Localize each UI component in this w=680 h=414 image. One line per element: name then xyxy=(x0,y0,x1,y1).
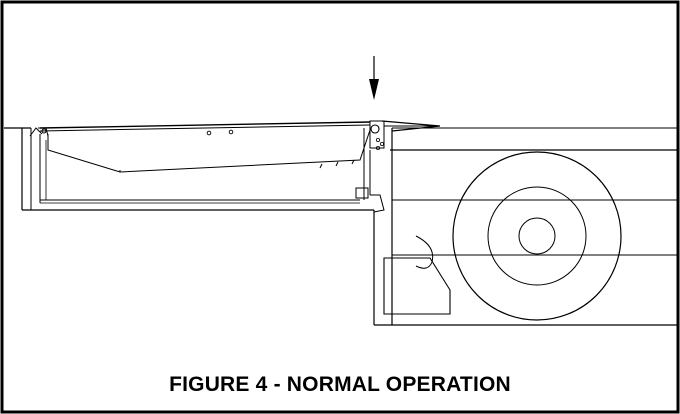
front-curb xyxy=(355,128,385,213)
rear-hinge xyxy=(29,127,49,137)
lip-assembly xyxy=(369,120,441,150)
load-arrow-icon xyxy=(369,56,379,100)
leveler-deck xyxy=(39,121,371,173)
truck-body xyxy=(373,127,678,326)
leveler-pit xyxy=(21,128,374,211)
truck-wheel xyxy=(452,151,622,321)
figure-caption: FIGURE 4 - NORMAL OPERATION xyxy=(169,373,511,396)
